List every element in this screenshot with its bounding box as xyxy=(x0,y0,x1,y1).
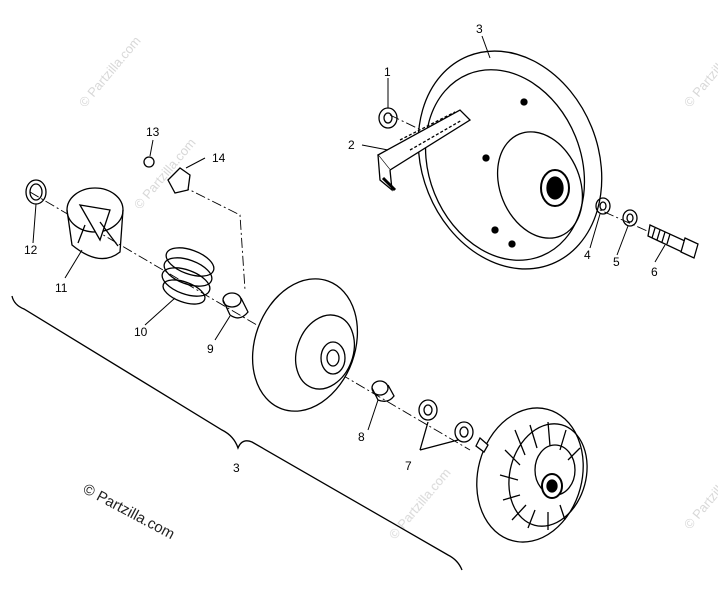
watermark-faint: © Partzilla.com xyxy=(76,33,144,110)
screw-13 xyxy=(143,156,155,168)
lock-washer-5 xyxy=(622,209,638,227)
callout-11: 11 xyxy=(55,281,68,295)
background-watermarks: © Partzilla.com © Partzilla.com © Partzi… xyxy=(76,33,718,542)
washer-7b xyxy=(454,421,474,443)
callout-12: 12 xyxy=(24,243,38,257)
bushing-8 xyxy=(371,380,395,402)
watermark-faint: © Partzilla.com xyxy=(386,465,454,542)
callout-8: 8 xyxy=(358,430,365,444)
callout-14: 14 xyxy=(212,151,226,165)
callout-10: 10 xyxy=(134,325,148,339)
fixed-sheave xyxy=(475,407,588,543)
bolt-6 xyxy=(647,224,699,259)
drive-belt xyxy=(377,109,472,192)
leader-7 xyxy=(419,421,459,451)
callout-13: 13 xyxy=(146,125,160,139)
callout-2: 2 xyxy=(348,138,355,152)
leader-lines xyxy=(32,35,666,431)
callout-7: 7 xyxy=(405,459,412,473)
washer-7a xyxy=(418,399,438,421)
watermark-faint: © Partzilla.com xyxy=(681,455,718,532)
callout-labels: 1 2 3 3 4 5 6 7 8 9 10 11 12 13 14 xyxy=(24,22,658,475)
callout-6: 6 xyxy=(651,265,658,279)
bushing-9 xyxy=(222,292,249,319)
partzilla-watermark: © Partzilla.com xyxy=(80,481,177,543)
watermark-faint: © Partzilla.com xyxy=(681,33,718,110)
callout-1: 1 xyxy=(384,65,391,79)
driven-clutch-assembly xyxy=(417,50,603,270)
leader-dashed xyxy=(179,184,246,291)
spring-10 xyxy=(161,247,215,305)
button-14 xyxy=(167,167,191,194)
cam-11 xyxy=(66,187,124,260)
callout-5: 5 xyxy=(613,255,620,269)
callout-4: 4 xyxy=(584,248,591,262)
axis-centerline xyxy=(29,191,471,451)
snap-ring-12 xyxy=(25,179,47,205)
callout-3-lower: 3 xyxy=(233,461,240,475)
movable-sheave xyxy=(251,278,359,412)
callout-9: 9 xyxy=(207,342,214,356)
assembly-bracket-3 xyxy=(11,295,463,571)
callout-3-upper: 3 xyxy=(476,22,483,36)
washer-4 xyxy=(595,197,611,215)
washer-1 xyxy=(378,107,398,129)
